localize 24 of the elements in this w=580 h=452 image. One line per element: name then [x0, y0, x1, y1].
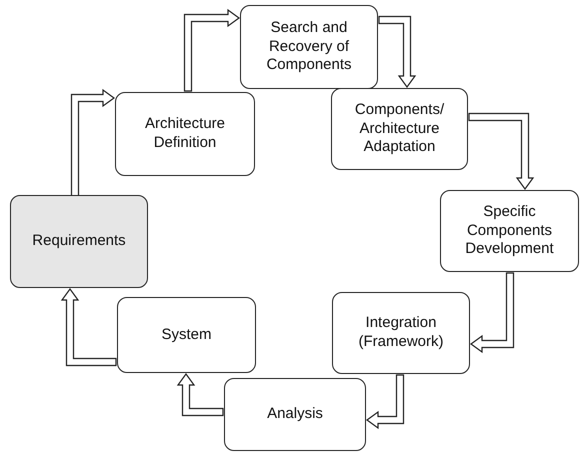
process-box — [332, 292, 470, 374]
block-arrow — [468, 112, 534, 190]
node-label: Integration (Framework) — [358, 314, 444, 352]
block-arrow — [378, 16, 416, 88]
block-arrow — [70, 88, 116, 197]
process-box — [224, 378, 366, 451]
block-arrow — [176, 372, 224, 416]
node-label: Requirements — [31, 232, 127, 251]
process-box — [331, 88, 468, 170]
block-arrow — [470, 272, 514, 354]
node-label: Analysis — [266, 405, 324, 424]
process-box — [117, 297, 256, 373]
process-box — [440, 190, 579, 272]
node-label: Specific Components Development — [464, 202, 555, 260]
block-arrow — [366, 374, 404, 430]
process-box — [240, 5, 378, 89]
process-box — [10, 195, 148, 288]
node-label: System — [160, 326, 212, 344]
block-arrow — [60, 288, 117, 366]
node-label: Architecture Definition — [144, 115, 226, 153]
node-label: Components/ Architecture Adaptation — [354, 100, 446, 158]
block-arrow — [184, 8, 240, 92]
node-label: Search and Recovery of Components — [265, 18, 353, 76]
process-box — [115, 92, 255, 176]
